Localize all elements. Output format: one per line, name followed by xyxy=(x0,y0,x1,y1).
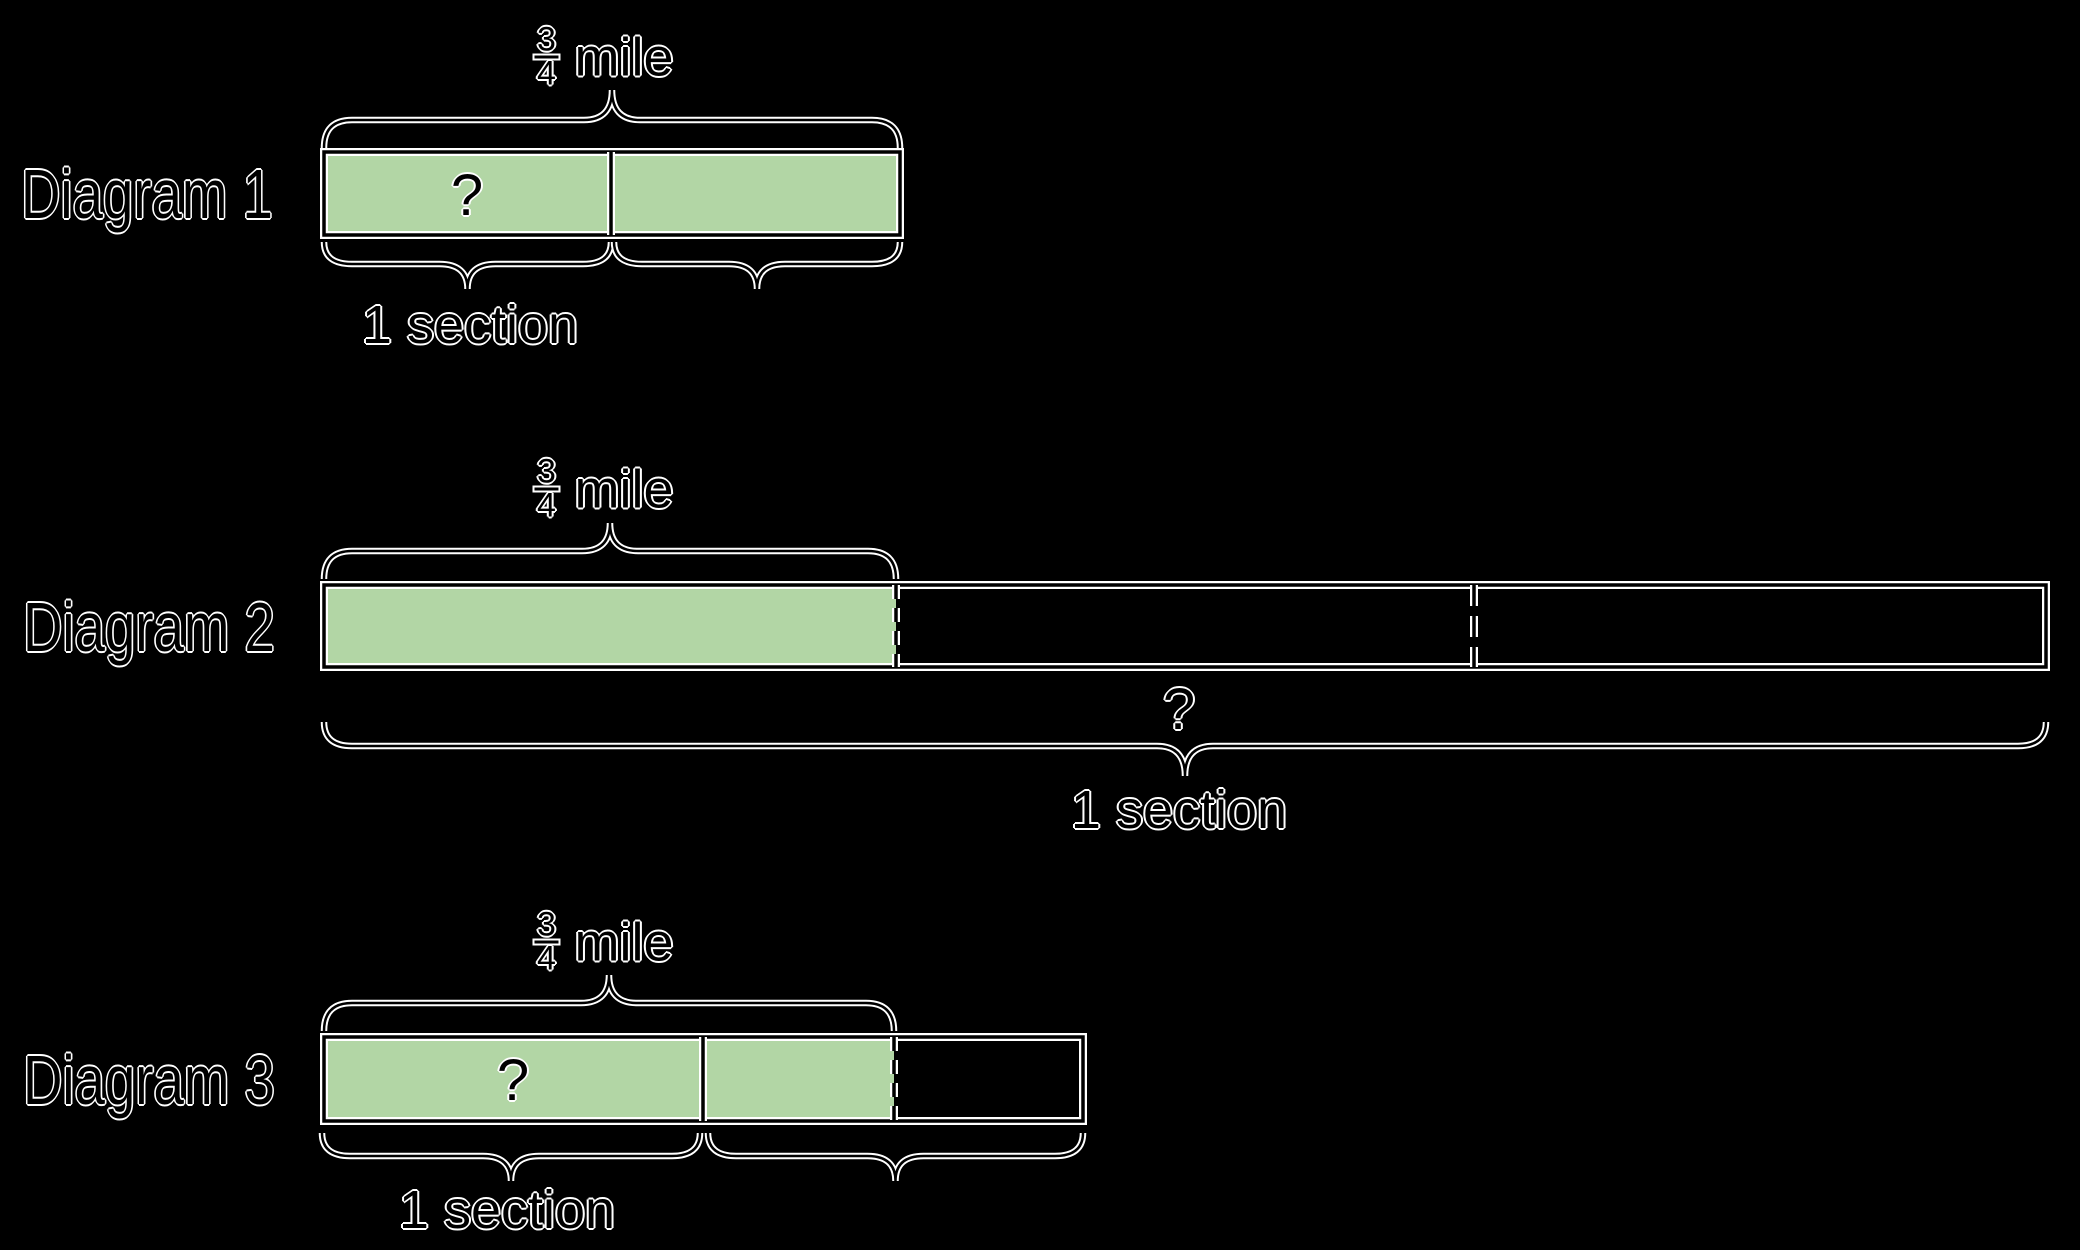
diagram-3-bottom-right-brace xyxy=(706,1132,1085,1182)
fraction-denominator: 4 xyxy=(537,486,556,525)
diagram-1-mile-label: 3 4 mile xyxy=(534,20,674,93)
fraction-three-fourths: 3 4 xyxy=(534,905,559,978)
diagram-1-section-label: 1 section xyxy=(361,295,579,355)
fraction-numerator: 3 xyxy=(537,20,556,59)
diagram-2-green-fill xyxy=(324,585,896,667)
diagram-1-top-brace xyxy=(322,89,902,149)
fraction-numerator: 3 xyxy=(537,452,556,491)
mile-unit-text: mile xyxy=(574,459,674,519)
fraction-three-fourths: 3 4 xyxy=(534,20,559,93)
fraction-bar xyxy=(534,940,559,944)
diagram-3-label: Diagram 3 xyxy=(23,1041,275,1119)
mile-unit-text: mile xyxy=(574,27,674,87)
diagram-3-green-fill xyxy=(324,1037,894,1121)
fraction-denominator: 4 xyxy=(537,939,556,978)
diagram-2-mile-label: 3 4 mile xyxy=(534,452,674,525)
diagram-3-mile-label: 3 4 mile xyxy=(534,905,674,978)
diagram-3-bottom-left-brace xyxy=(320,1132,702,1182)
diagram-2-top-brace xyxy=(322,522,898,580)
diagram-2-bottom-brace xyxy=(322,721,2048,777)
diagram-2-label: Diagram 2 xyxy=(23,588,275,666)
diagram-1-bottom-left-brace xyxy=(322,241,613,290)
fraction-numerator: 3 xyxy=(537,905,556,944)
diagram-1-question-mark: ? xyxy=(450,163,484,228)
diagram-3-top-brace xyxy=(322,974,896,1032)
diagram-1-label: Diagram 1 xyxy=(21,155,273,233)
fraction-bar xyxy=(534,487,559,491)
diagram-3-question-mark: ? xyxy=(496,1048,530,1113)
fraction-denominator: 4 xyxy=(537,54,556,93)
fraction-bar xyxy=(534,55,559,59)
fraction-three-fourths: 3 4 xyxy=(534,452,559,525)
diagram-2-bar-outline xyxy=(322,583,2048,669)
diagram-3-section-label: 1 section xyxy=(398,1180,616,1240)
diagram-2-section-label: 1 section xyxy=(1070,780,1288,840)
mile-unit-text: mile xyxy=(574,912,674,972)
diagram-1-bottom-right-brace xyxy=(612,241,902,290)
diagram-2-question-mark: ? xyxy=(1162,677,1196,742)
